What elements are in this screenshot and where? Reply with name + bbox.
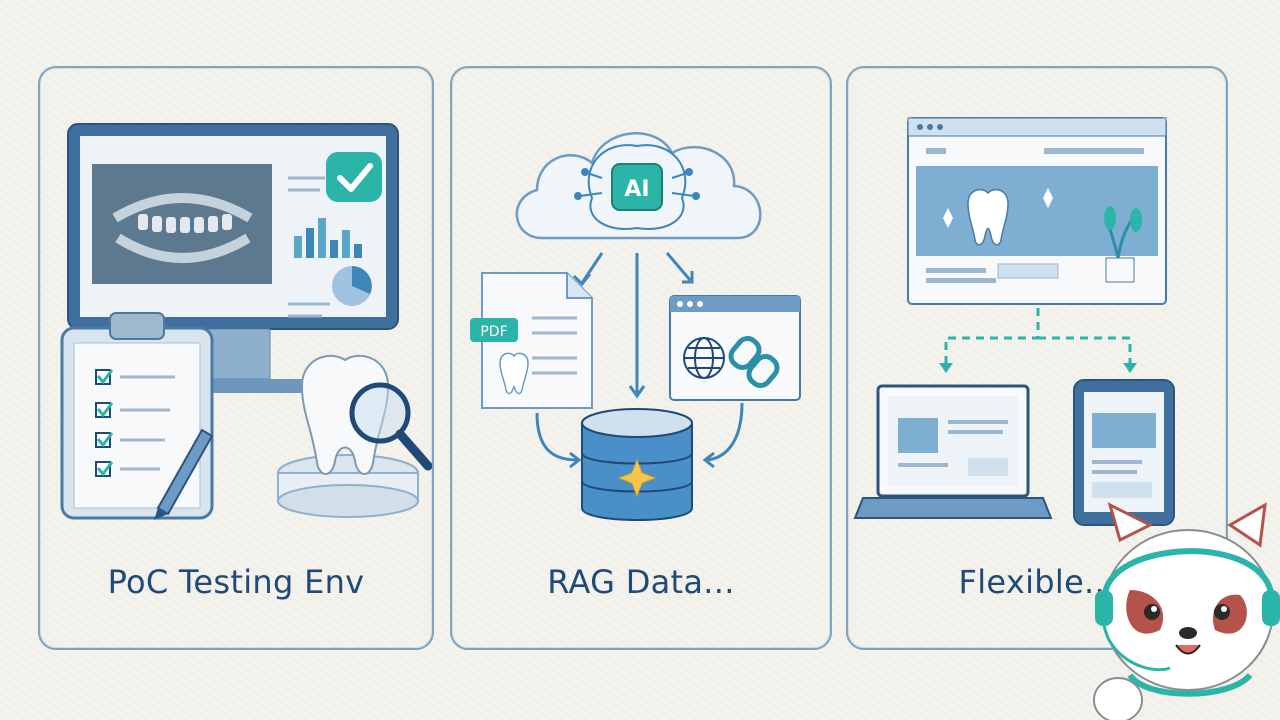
desktop-website-icon (907, 117, 1167, 305)
ai-chip-icon: AI (611, 163, 663, 211)
pdf-document-icon: PDF (470, 272, 593, 409)
flexible-illustration (853, 117, 1175, 526)
dashed-connector (944, 308, 1132, 368)
card-rag-data: AI PDF (450, 66, 832, 650)
card-poc-testing-env: PoC Testing Env (38, 66, 434, 650)
pdf-label: PDF (480, 324, 507, 340)
checkmark-badge-icon (326, 152, 382, 202)
laptop-icon (853, 384, 1053, 519)
brain-icon (574, 144, 700, 230)
connector-arrowheads (939, 363, 1137, 373)
rag-illustration: AI PDF (470, 132, 801, 521)
tooth-icon (300, 355, 390, 475)
ai-label: AI (624, 177, 649, 202)
pencil-icon (154, 428, 214, 520)
caption-poc: PoC Testing Env (107, 563, 365, 601)
pie-chart-icon (332, 266, 372, 306)
caption-rag: RAG Data... (547, 563, 735, 601)
caption-flexible: Flexible... (958, 563, 1116, 601)
link-icon (728, 336, 780, 388)
xray-image-icon (92, 164, 272, 284)
tablet-icon (1073, 379, 1175, 526)
globe-icon (683, 337, 725, 379)
database-icon (581, 408, 693, 521)
cloud-arrows (572, 252, 694, 399)
card-flexible: Flexible... (846, 66, 1228, 650)
bar-chart-icon (294, 218, 362, 258)
side-arrows (535, 402, 744, 469)
screen-text-lines (288, 176, 330, 318)
magnifier-icon (349, 382, 432, 471)
poc-illustration (60, 123, 432, 520)
clipboard-checklist-icon (60, 312, 214, 520)
pedestal-icon (277, 454, 419, 518)
red-panda-mascot-icon (1093, 502, 1280, 720)
